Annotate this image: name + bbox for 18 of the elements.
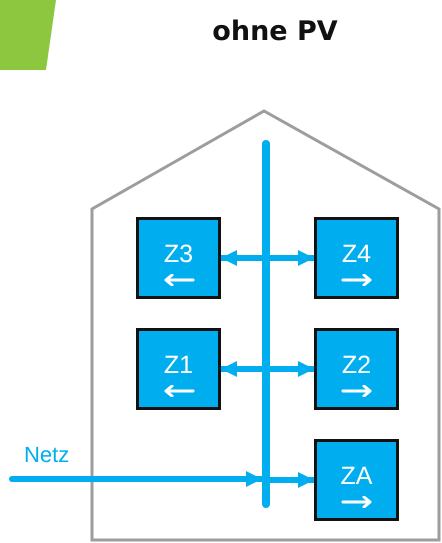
meter-label: Z2 [340, 351, 372, 379]
arrow [9, 471, 265, 487]
meter-box [136, 328, 221, 410]
meter-label: Z1 [162, 351, 194, 379]
arrow [221, 361, 262, 377]
meter-label: Z4 [340, 240, 372, 268]
meter-box [136, 217, 221, 299]
arrow [270, 250, 314, 266]
busbar [262, 140, 270, 508]
meter-box [314, 439, 399, 521]
title: ohne PV [211, 15, 339, 49]
arrow [270, 472, 314, 488]
meter-box [314, 217, 399, 299]
arrow [221, 250, 262, 266]
meter-label: ZA [340, 462, 374, 490]
meter-box [314, 328, 399, 410]
arrow [270, 361, 314, 377]
meter-label: Z3 [162, 240, 194, 268]
